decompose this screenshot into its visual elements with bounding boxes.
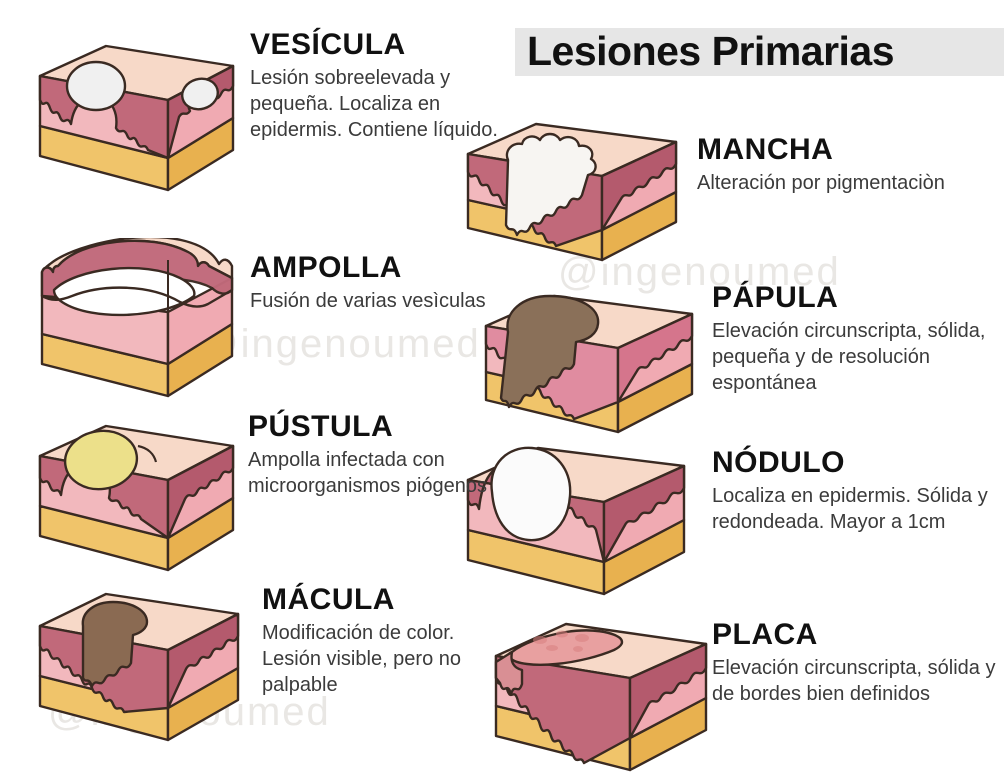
lesion-title-pustula: PÚSTULA	[248, 410, 394, 443]
lesion-entry-mancha: MANCHA Alteración por pigmentaciòn	[697, 135, 997, 196]
lesion-title-nodulo: NÓDULO	[712, 446, 845, 479]
lesion-entry-placa: PLACA Elevación circunscripta, sólida y …	[712, 620, 1004, 707]
lesion-description-vesicula: Lesión sobreelevada y pequeña. Localiza …	[250, 67, 498, 141]
lesion-entry-macula: MÁCULA Modificación de color. Lesión vis…	[262, 585, 512, 698]
lesion-title-macula: MÁCULA	[262, 583, 395, 616]
lesion-description-placa: Elevación circunscripta, sólida y de bor…	[712, 657, 996, 705]
lesion-description-papula: Elevación circunscripta, sólida, pequeña…	[712, 320, 986, 394]
lesion-description-ampolla: Fusión de varias vesìculas	[250, 290, 486, 312]
lesion-entry-nodulo: NÓDULO Localiza en epidermis. Sólida y r…	[712, 448, 1004, 535]
skin-block-ampolla-illustration	[40, 238, 234, 398]
lesion-title-ampolla: AMPOLLA	[250, 251, 402, 284]
lesion-description-pustula: Ampolla infectada con microorganismos pi…	[248, 449, 488, 497]
lesion-description-nodulo: Localiza en epidermis. Sólida y redondea…	[712, 485, 988, 533]
title-banner-background	[515, 28, 1004, 76]
lesion-title-mancha: MANCHA	[697, 133, 834, 166]
lesion-entry-papula: PÁPULA Elevación circunscripta, sólida, …	[712, 283, 1004, 396]
skin-block-papula-illustration	[484, 294, 694, 434]
lesion-entry-vesicula: VESÍCULA Lesión sobreelevada y pequeña. …	[250, 30, 500, 143]
lesion-title-vesicula: VESÍCULA	[250, 28, 406, 61]
skin-block-mancha-illustration	[466, 122, 678, 262]
lesion-description-macula: Modificación de color. Lesión visible, p…	[262, 622, 462, 696]
lesion-entry-ampolla: AMPOLLA Fusión de varias vesìculas	[250, 253, 500, 314]
page-title: Lesiones Primarias	[527, 28, 895, 74]
lesion-title-papula: PÁPULA	[712, 281, 839, 314]
lesion-entry-pustula: PÚSTULA Ampolla infectada con microorgan…	[248, 412, 503, 499]
skin-block-placa-illustration	[494, 622, 708, 772]
lesion-description-mancha: Alteración por pigmentaciòn	[697, 172, 945, 194]
skin-block-vesicula-illustration	[38, 44, 235, 192]
skin-block-nodulo-illustration	[466, 446, 686, 596]
lesion-title-placa: PLACA	[712, 618, 818, 651]
skin-block-macula-illustration	[38, 592, 240, 742]
skin-block-pustula-illustration	[38, 424, 235, 572]
